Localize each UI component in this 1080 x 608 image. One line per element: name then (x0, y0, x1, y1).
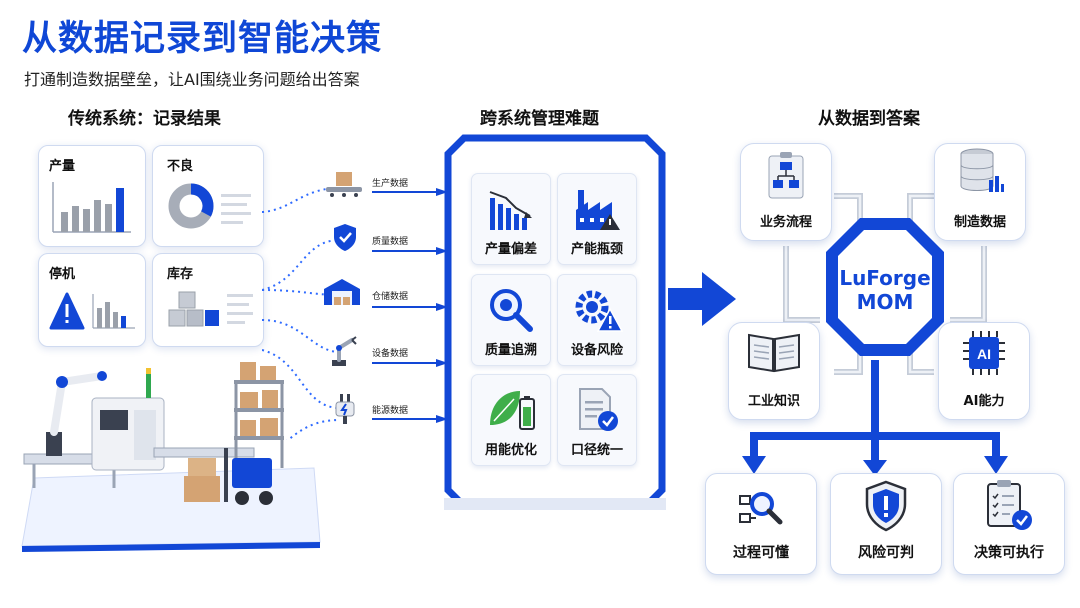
hub-input-business-process: 业务流程 (740, 143, 832, 241)
ai-chip-icon: AI (963, 331, 1005, 375)
outcome-flow-arrows (742, 360, 1008, 476)
boxes-icon (168, 291, 253, 327)
outcome-decision-executable: 决策可执行 (953, 473, 1065, 575)
outcome-risk-judgeable: 风险可判 (830, 473, 942, 575)
metric-card-downtime: 停机 (38, 253, 146, 347)
problem-tile-quality-trace: 质量追溯 (471, 274, 551, 366)
document-check-icon (579, 388, 618, 431)
database-icon (960, 148, 1004, 192)
factory-icon (576, 190, 620, 230)
flow-magnifier-icon (739, 492, 783, 525)
hub-input-manufacturing-data: 制造数据 (934, 143, 1026, 241)
factory-illustration (21, 362, 321, 552)
conveyor-icon (326, 172, 362, 197)
metric-card-label: 库存 (167, 267, 194, 282)
plug-icon (335, 394, 355, 424)
robot-arm-icon (332, 336, 357, 366)
problem-label: 产量偏差 (484, 242, 537, 257)
outcome-label: 过程可懂 (733, 545, 789, 561)
problem-label: 质量追溯 (484, 343, 537, 358)
bar-chart-icon (52, 182, 131, 233)
problem-tile-metric-unification: 口径统一 (557, 374, 637, 466)
outcome-process-understandable: 过程可懂 (705, 473, 817, 575)
data-source-label: 仓储数据 (372, 292, 409, 302)
data-source-label: 生产数据 (372, 179, 409, 189)
clipboard-check-icon (987, 480, 1032, 530)
hub-label-line2: MOM (856, 290, 914, 314)
data-source-label: 设备数据 (372, 349, 409, 359)
section-title-left: 传统系统：记录结果 (68, 109, 221, 129)
problem-tile-output-deviation: 产量偏差 (471, 173, 551, 265)
problem-label: 设备风险 (570, 343, 623, 358)
metric-card-label: 产量 (49, 159, 76, 174)
problem-label: 口径统一 (570, 443, 623, 458)
metric-card-inventory: 库存 (152, 253, 264, 347)
metric-card-output: 产量 (38, 145, 146, 247)
problem-label: 用能优化 (484, 443, 537, 458)
flow-arrow-right (668, 272, 736, 326)
declining-bars-icon (489, 191, 532, 230)
section-title-middle: 跨系统管理难题 (480, 109, 599, 129)
hub-input-label: 工业知识 (747, 394, 800, 409)
metric-card-label: 停机 (49, 267, 76, 282)
flowchart-icon (768, 152, 804, 199)
hub-input-ai-capability: AI AI能力 (938, 322, 1030, 420)
hub-input-label: AI能力 (963, 394, 1005, 409)
donut-chart-icon (168, 183, 251, 229)
leaf-battery-icon (490, 391, 535, 430)
gear-warning-icon (575, 290, 624, 332)
data-source-label: 质量数据 (372, 237, 409, 247)
problem-tile-energy-optimization: 用能优化 (471, 374, 551, 466)
warning-icon (49, 292, 135, 330)
hub-input-industrial-knowledge: 工业知识 (728, 322, 820, 420)
metric-card-defect: 不良 (152, 145, 264, 247)
magnifier-icon (490, 289, 533, 332)
shield-check-icon (334, 224, 356, 251)
book-icon (748, 333, 800, 373)
hub-octagon (826, 218, 944, 356)
problem-tile-capacity-bottleneck: 产能瓶颈 (557, 173, 637, 265)
outcome-label: 风险可判 (858, 545, 914, 561)
hub-label: LuForge MOM (820, 266, 950, 314)
shield-alert-icon (865, 480, 907, 532)
hub-input-label: 业务流程 (759, 215, 812, 230)
warehouse-icon (324, 279, 360, 305)
page-title: 从数据记录到智能决策 (22, 19, 383, 59)
svg-text:AI: AI (977, 346, 991, 362)
problem-tile-equipment-risk: 设备风险 (557, 274, 637, 366)
data-source-label: 能源数据 (372, 406, 409, 416)
outcome-label: 决策可执行 (974, 545, 1044, 561)
page-subtitle: 打通制造数据壁垒，让AI围绕业务问题给出答案 (24, 70, 360, 89)
problem-label: 产能瓶颈 (570, 242, 623, 257)
metric-card-label: 不良 (167, 159, 194, 174)
section-title-right: 从数据到答案 (818, 109, 920, 129)
hub-label-line1: LuForge (839, 266, 931, 290)
hub-input-label: 制造数据 (953, 215, 1006, 230)
